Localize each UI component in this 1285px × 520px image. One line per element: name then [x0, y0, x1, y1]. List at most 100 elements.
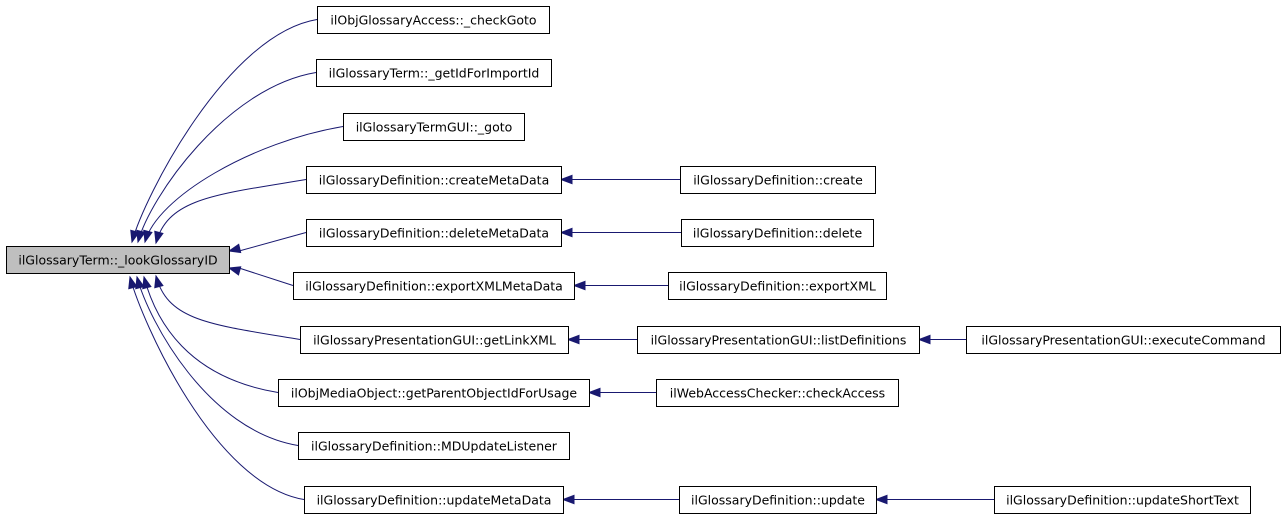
edge-md-update-listener-to-root [135, 275, 299, 446]
edge-line [129, 276, 305, 500]
edge-get-id-for-import-to-root [136, 72, 317, 244]
edge-line [155, 275, 301, 340]
arrowhead [128, 275, 138, 290]
edges-layer [128, 19, 994, 505]
node-box [679, 486, 877, 514]
edge-export-meta-to-root [227, 266, 294, 286]
node-label: ilGlossaryDefinition::delete [693, 226, 863, 241]
node-box [317, 6, 550, 34]
edge-line [238, 267, 294, 286]
arrowhead [135, 275, 145, 290]
edge-get-link-xml-to-root [154, 274, 301, 340]
node-label: ilGlossaryDefinition::update [691, 493, 865, 508]
arrowhead [561, 494, 575, 505]
arrowhead [566, 334, 580, 345]
arrowhead [154, 274, 164, 289]
nodes-layer: ilGlossaryTerm::_lookGlossaryID ilObjGlos… [6, 6, 1281, 514]
node-label: ilGlossaryDefinition::updateShortText [1006, 493, 1239, 508]
node-box [994, 486, 1251, 514]
arrowhead [559, 174, 573, 185]
node-root[interactable]: ilGlossaryTerm::_lookGlossaryID [6, 246, 230, 274]
edge-line [131, 19, 318, 243]
edge-line [155, 179, 307, 244]
edge-line [144, 126, 344, 243]
node-label: ilGlossaryPresentationGUI::getLinkXML [313, 333, 556, 348]
edge-delete-to-delete-meta [559, 227, 681, 238]
node-update-short-text[interactable]: ilGlossaryDefinition::updateShortText [994, 486, 1251, 514]
arrowhead [227, 266, 242, 276]
arrowhead [874, 494, 888, 505]
arrowhead [143, 229, 153, 244]
node-label: ilGlossaryTerm::_lookGlossaryID [18, 253, 217, 268]
edge-line [137, 72, 317, 243]
arrowhead [559, 227, 573, 238]
edge-list-definitions-to-get-link-xml [566, 334, 637, 345]
edge-line [238, 232, 307, 252]
arrowhead [587, 387, 601, 398]
node-label: ilGlossaryPresentationGUI::listDefinitio… [651, 333, 907, 348]
node-label: ilGlossaryDefinition::updateMetaData [317, 493, 552, 508]
edge-create-to-create-meta [559, 174, 680, 185]
node-box [278, 379, 590, 407]
edge-get-parent-obj-to-root [142, 275, 279, 393]
arrowhead [572, 280, 586, 291]
node-box [966, 326, 1281, 354]
node-label: ilGlossaryDefinition::deleteMetaData [319, 226, 549, 241]
node-list-definitions[interactable]: ilGlossaryPresentationGUI::listDefinitio… [637, 326, 920, 354]
node-box [637, 326, 920, 354]
edge-line [136, 276, 299, 446]
node-get-id-for-import[interactable]: ilGlossaryTerm::_getIdForImportId [316, 59, 552, 87]
node-get-parent-obj[interactable]: ilObjMediaObject::getParentObjectIdForUs… [278, 379, 590, 407]
edge-update-to-update-meta [561, 494, 679, 505]
edge-check-access-to-get-parent-obj [587, 387, 656, 398]
node-label: ilGlossaryTermGUI::_goto [356, 120, 513, 135]
node-box [316, 59, 552, 87]
node-create[interactable]: ilGlossaryDefinition::create [680, 166, 876, 194]
node-label: ilGlossaryDefinition::exportXML [679, 279, 876, 294]
arrowhead [917, 334, 931, 345]
node-label: ilGlossaryDefinition::createMetaData [319, 173, 550, 188]
node-box [656, 379, 899, 407]
node-export-xml[interactable]: ilGlossaryDefinition::exportXML [668, 272, 887, 300]
node-delete-meta[interactable]: ilGlossaryDefinition::deleteMetaData [306, 219, 562, 247]
node-label: ilWebAccessChecker::checkAccess [670, 386, 885, 401]
node-box [293, 272, 575, 300]
edge-update-short-text-to-update [874, 494, 994, 505]
node-label: ilGlossaryPresentationGUI::executeComman… [981, 333, 1265, 348]
node-box [680, 166, 876, 194]
node-create-meta[interactable]: ilGlossaryDefinition::createMetaData [306, 166, 562, 194]
node-md-update-listener[interactable]: ilGlossaryDefinition::MDUpdateListener [298, 432, 570, 460]
node-delete[interactable]: ilGlossaryDefinition::delete [681, 219, 874, 247]
node-box [300, 326, 569, 354]
edge-create-meta-to-root [154, 179, 307, 245]
arrowhead [227, 243, 242, 254]
node-label: ilGlossaryDefinition::exportXMLMetaData [305, 279, 563, 294]
node-label: ilObjGlossaryAccess::_checkGoto [330, 13, 536, 28]
node-term-gui-goto[interactable]: ilGlossaryTermGUI::_goto [343, 113, 525, 141]
node-check-goto[interactable]: ilObjGlossaryAccess::_checkGoto [317, 6, 550, 34]
node-box [304, 486, 564, 514]
edge-delete-meta-to-root [227, 232, 307, 254]
node-update[interactable]: ilGlossaryDefinition::update [679, 486, 877, 514]
node-box [681, 219, 874, 247]
node-box [343, 113, 525, 141]
edge-check-goto-to-root [130, 19, 318, 244]
node-label: ilGlossaryDefinition::create [693, 173, 863, 188]
node-label: ilObjMediaObject::getParentObjectIdForUs… [291, 386, 578, 401]
node-box [298, 432, 570, 460]
node-check-access[interactable]: ilWebAccessChecker::checkAccess [656, 379, 899, 407]
edge-execute-command-to-list-definitions [917, 334, 966, 345]
edge-export-xml-to-export-meta [572, 280, 668, 291]
node-get-link-xml[interactable]: ilGlossaryPresentationGUI::getLinkXML [300, 326, 569, 354]
arrowhead [136, 229, 146, 244]
edge-term-gui-goto-to-root [143, 126, 344, 244]
node-label: ilGlossaryTerm::_getIdForImportId [329, 66, 540, 81]
node-execute-command[interactable]: ilGlossaryPresentationGUI::executeComman… [966, 326, 1281, 354]
node-box [668, 272, 887, 300]
node-box [6, 246, 230, 274]
node-export-meta[interactable]: ilGlossaryDefinition::exportXMLMetaData [293, 272, 575, 300]
node-box [306, 219, 562, 247]
node-update-meta[interactable]: ilGlossaryDefinition::updateMetaData [304, 486, 564, 514]
node-label: ilGlossaryDefinition::MDUpdateListener [311, 439, 558, 454]
